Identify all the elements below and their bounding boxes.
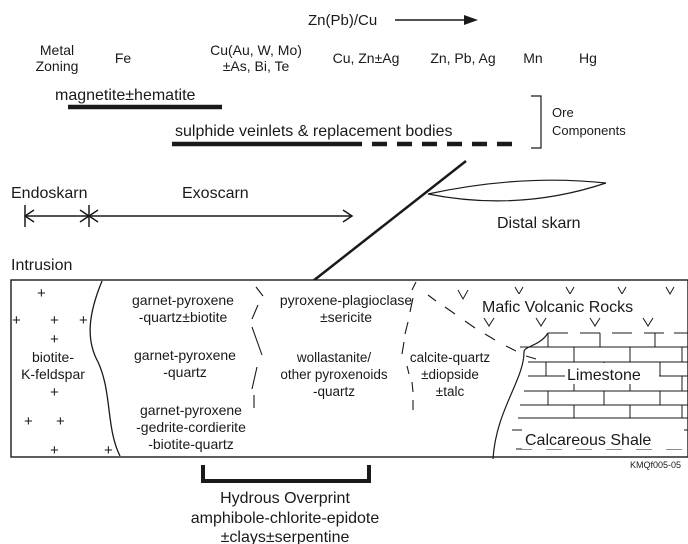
limestone-label: Limestone: [567, 367, 641, 384]
svg-text:+: +: [56, 413, 65, 430]
overprint-bracket: [201, 465, 371, 483]
ore-magnetite-label: magnetite±hematite: [55, 87, 196, 104]
overprint-line1: Hydrous Overprint: [220, 490, 350, 507]
wollastanite-line1: wollastanite/: [296, 350, 372, 365]
metal-cu-group-line1: Cu(Au, W, Mo): [210, 42, 302, 58]
gp-q-line1: garnet-pyroxene: [134, 347, 236, 363]
metal-fe: Fe: [115, 50, 132, 66]
distal-skarn-label: Distal skarn: [497, 215, 581, 232]
overprint-line2: amphibole-chlorite-epidote: [191, 510, 380, 527]
ore-components: magnetite±hematite sulphide veinlets & r…: [55, 87, 626, 149]
svg-text:+: +: [50, 312, 59, 329]
svg-text:+: +: [50, 384, 59, 401]
metal-mn: Mn: [523, 50, 542, 66]
gp-q-line2: -quartz: [163, 364, 207, 380]
volcanic-marks: [457, 286, 675, 327]
gp-qb-line1: garnet-pyroxene: [132, 292, 234, 308]
strata-contact: [492, 332, 549, 460]
distal-skarn-lens: [427, 179, 607, 202]
metal-zoning-heading-line2: Zoning: [36, 58, 79, 74]
mafic-volcanic-label: Mafic Volcanic Rocks: [482, 299, 633, 316]
calcite-boundary: [401, 281, 417, 410]
svg-text:+: +: [37, 285, 46, 302]
cross-section: + + + + + + + + + + biotite- K-feldspar …: [10, 279, 688, 460]
pyroxene-plagioclase-line2: ±sericite: [320, 309, 372, 325]
intrusion-rock-line1: biotite-: [32, 349, 74, 365]
pyroxenoid-boundary: [251, 286, 264, 408]
calcite-quartz-line3: ±talc: [436, 384, 465, 399]
metal-zn-pb-ag: Zn, Pb, Ag: [430, 50, 495, 66]
ore-components-label-line2: Components: [552, 123, 626, 138]
wollastanite-line2: other pyroxenoids: [280, 367, 388, 382]
endoskarn-label: Endoskarn: [11, 185, 88, 202]
svg-text:+: +: [104, 442, 113, 459]
gp-gcb-line3: -biotite-quartz: [148, 436, 234, 452]
metal-zoning-row: Zn(Pb)/Cu Metal Zoning Fe Cu(Au, W, Mo) …: [36, 12, 597, 74]
metal-hg: Hg: [579, 50, 597, 66]
pipe-connector: [312, 160, 467, 282]
skarn-zones: Endoskarn Exoscarn Distal skarn Intrusio…: [11, 160, 607, 282]
exoscarn-arrow: [87, 209, 354, 223]
intrusion-contact: [89, 280, 121, 457]
svg-text:+: +: [50, 331, 59, 348]
svg-text:+: +: [24, 413, 33, 430]
figure-code: KMQf005-05: [630, 460, 681, 470]
ore-sulphide-label: sulphide veinlets & replacement bodies: [175, 123, 453, 140]
ore-components-bracket: [531, 95, 542, 149]
svg-text:+: +: [12, 312, 21, 329]
metal-zoning-heading-line1: Metal: [40, 42, 74, 58]
gp-gcb-line2: -gedrite-cordierite: [136, 419, 246, 435]
exoscarn-label: Exoscarn: [182, 185, 249, 202]
intrusion-rock-line2: K-feldspar: [21, 366, 85, 382]
zoning-trend-arrow: [395, 15, 478, 25]
zoning-trend-label: Zn(Pb)/Cu: [308, 12, 377, 29]
calcite-quartz-line1: calcite-quartz: [410, 350, 491, 365]
ore-components-label-line1: Ore: [552, 105, 574, 120]
endoskarn-arrow: [23, 205, 91, 227]
metal-cu-group-line2: ±As, Bi, Te: [223, 58, 290, 74]
svg-text:+: +: [50, 442, 59, 459]
intrusion-plus-marks: + + + + + + + + + +: [12, 285, 113, 459]
intrusion-label: Intrusion: [11, 257, 72, 274]
volcanic-contact: [427, 294, 688, 360]
wollastanite-line3: -quartz: [313, 384, 355, 399]
svg-text:+: +: [79, 312, 88, 329]
gp-gcb-line1: garnet-pyroxene: [140, 402, 242, 418]
gp-qb-line2: -quartz±biotite: [139, 309, 228, 325]
hydrous-overprint: Hydrous Overprint amphibole-chlorite-epi…: [191, 465, 380, 544]
pyroxene-plagioclase-line1: pyroxene-plagioclase: [280, 292, 413, 308]
overprint-line3: ±clays±serpentine: [221, 529, 350, 544]
metal-cu-zn-ag: Cu, Zn±Ag: [333, 50, 400, 66]
calcite-quartz-line2: ±diopside: [421, 367, 479, 382]
limestone-bricks: [518, 333, 688, 419]
calcareous-shale-label: Calcareous Shale: [525, 432, 651, 449]
